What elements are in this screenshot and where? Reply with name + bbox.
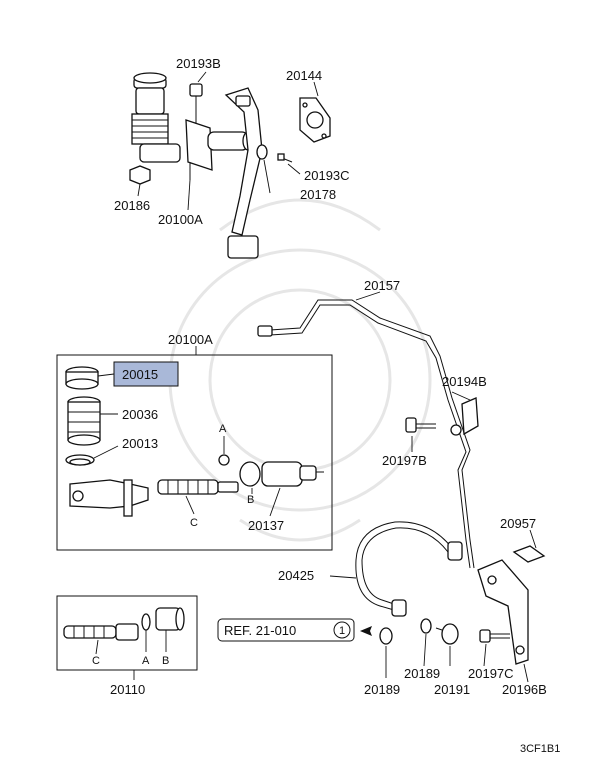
bracket-20196B [477,559,529,665]
clutch-pedal-illustration [224,87,263,259]
bushing-plate-20144 [299,97,331,143]
label-20157[interactable]: 20157 [364,278,400,293]
piston-kit-box [56,595,198,671]
label-20178[interactable]: 20178 [300,187,336,202]
screw-20193C [277,153,293,163]
washer-20178 [256,144,268,160]
label-20110[interactable]: 20110 [110,682,145,697]
master-cylinder-exploded-illustration [65,366,324,517]
label-20015[interactable]: 20015 [122,367,158,382]
label-20194B[interactable]: 20194B [442,374,487,389]
label-20191[interactable]: 20191 [434,682,470,697]
master-cylinder-kit-box [56,354,333,551]
label-20957[interactable]: 20957 [500,516,536,531]
label-20197B[interactable]: 20197B [382,453,427,468]
reference-number-circle [333,621,351,639]
callout-C-box2: C [92,655,100,667]
figure-code: 3CF1B1 [520,743,560,755]
callout-A-box1: A [219,423,227,435]
gasket-20189-lower [379,627,393,645]
label-20425[interactable]: 20425 [278,568,314,583]
master-cylinder-top-illustration [129,72,254,185]
gasket-20189-upper [420,618,432,634]
label-20193B[interactable]: 20193B [176,56,221,71]
label-20189-upper[interactable]: 20189 [404,666,440,681]
reference-arrow-icon [360,626,372,636]
callout-A-box2: A [142,655,150,667]
label-20137[interactable]: 20137 [248,518,284,533]
callout-B-box1: B [247,494,254,506]
label-20036[interactable]: 20036 [122,407,158,422]
callout-C-box1: C [190,517,198,529]
piston-kit-illustration [63,607,185,641]
clamp-20194B [450,397,479,436]
label-20144[interactable]: 20144 [286,68,322,83]
label-20100A-box[interactable]: 20100A [168,332,213,347]
callout-B-box2: B [162,655,169,667]
label-20189-lower[interactable]: 20189 [364,682,400,697]
label-20100A-top[interactable]: 20100A [158,212,203,227]
bolt-20197C [479,629,510,643]
bolt-20197B [405,417,436,433]
label-20013[interactable]: 20013 [122,436,158,451]
reference-label: REF. 21-010 [224,623,296,638]
clutch-pipe-20157 [257,299,475,569]
reference-box[interactable] [217,618,355,642]
label-20196B[interactable]: 20196B [502,682,547,697]
union-bolt-20191 [435,623,459,645]
clip-20957 [512,545,546,563]
label-20186[interactable]: 20186 [114,198,150,213]
clutch-hose-20425 [355,521,463,617]
label-20193C[interactable]: 20193C [304,168,350,183]
label-20197C[interactable]: 20197C [468,666,514,681]
reference-number: 1 [339,625,345,637]
